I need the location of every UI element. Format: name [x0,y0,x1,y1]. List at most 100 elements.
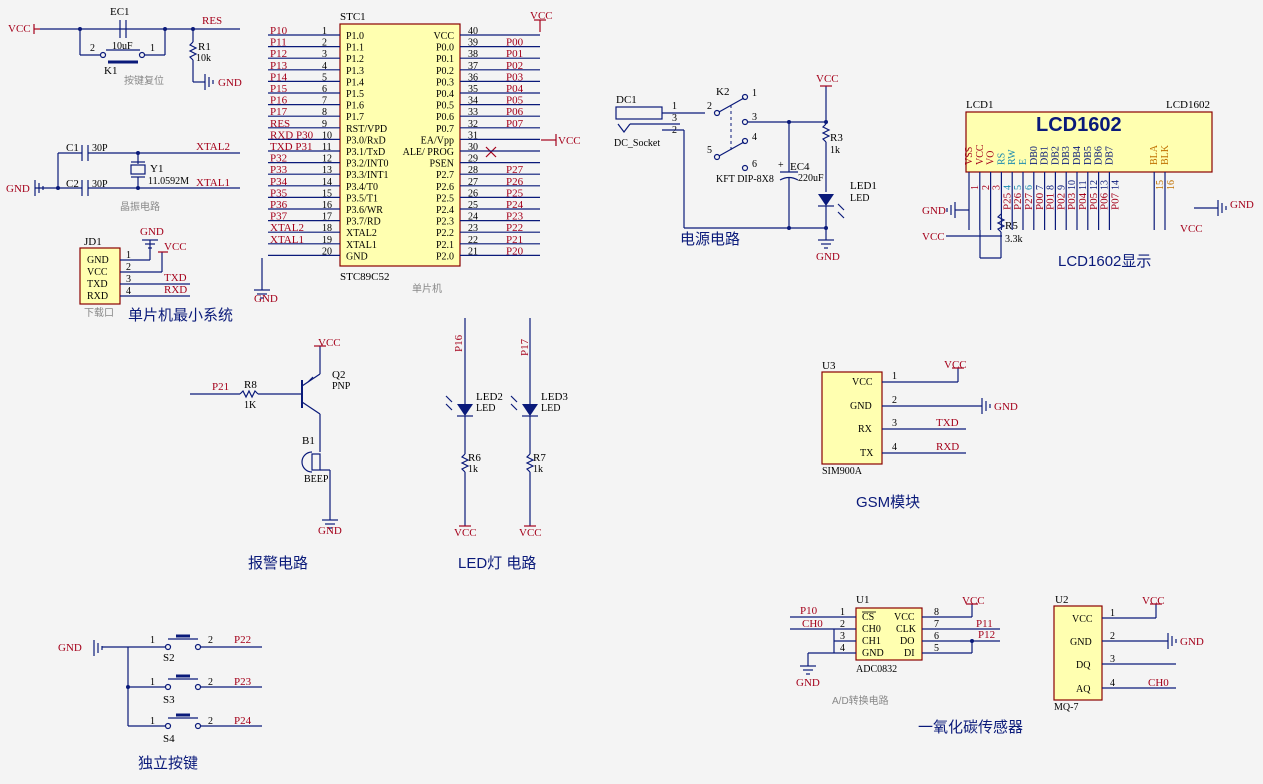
svg-text:3: 3 [1110,654,1115,665]
svg-text:3: 3 [892,418,897,429]
svg-text:3.3k: 3.3k [1005,234,1023,245]
mcu-pin-num: 27 [468,177,478,188]
mcu-note: 单片机 [412,282,442,295]
svg-text:4: 4 [126,286,131,297]
download-port-note: 下载口 [84,307,114,319]
mcu-pin-right: P0.7 [436,124,454,135]
svg-text:1: 1 [126,250,131,261]
mcu-pin-num: 36 [468,72,478,83]
r1-designator: R1 [198,41,211,53]
mcu-pin-left: P3.3/INT1 [346,170,389,181]
jd1-header: JD1 GND VCC TXD RXD 1 2 3 4 GND VCC TXD … [79,226,190,319]
mcu-pin-num: 38 [468,49,478,60]
mcu-net-left: TXD P31 [270,141,312,153]
mcu-net-left: P11 [270,37,287,49]
svg-text:1: 1 [1110,608,1115,619]
lcd-net: P04 [1077,192,1089,210]
lcd-pin-num: 13 [1100,180,1111,190]
svg-text:1: 1 [150,716,155,727]
svg-text:30P: 30P [92,179,108,190]
mcu-pin-left: XTAL1 [346,240,377,251]
mcu-pin-left: RST/VPD [346,124,387,135]
svg-text:R8: R8 [244,379,257,391]
lcd-pin-name: DB1 [1040,146,1051,165]
mcu-net-left: P17 [270,106,288,118]
lcd-net: P25 [1001,192,1013,210]
mcu-net-left: XTAL1 [270,234,304,246]
svg-text:LCD1: LCD1 [966,99,994,111]
mcu-pin-left: P3.4/T0 [346,182,378,193]
mcu-pin-num: 26 [468,188,478,199]
svg-text:XTAL2: XTAL2 [196,141,230,153]
svg-text:GND: GND [318,525,342,537]
svg-text:4: 4 [840,643,845,654]
mcu-pin-left: XTAL2 [346,228,377,239]
mcu-net-right: P05 [506,95,524,107]
mcu-pin-num: 8 [322,107,327,118]
svg-text:3: 3 [126,274,131,285]
svg-text:7: 7 [934,619,939,630]
mq7-sensor: U2 VCC GND DQ AQ 1 2 3 4 VCC GND CH0 MQ-… [1053,594,1204,713]
svg-text:TX: TX [860,448,874,459]
mcu-pin-left: P1.2 [346,54,364,65]
gnd-label-lcd-bl: GND [1230,199,1254,211]
lcd-pin-num: 7 [1035,185,1046,190]
mcu-pin-num: 31 [468,130,478,141]
svg-text:K2: K2 [716,86,729,98]
lcd-pin-num: 2 [981,185,992,190]
mcu-pin-num: 9 [322,119,327,130]
mcu-pin-left: P1.6 [346,101,364,112]
svg-text:LED3: LED3 [541,391,568,403]
svg-text:1: 1 [150,43,155,54]
vcc-label-lcd-bl: VCC [1180,223,1203,235]
svg-text:2: 2 [208,716,213,727]
lcd-pin-num: 10 [1067,180,1078,190]
mcu-pin-num: 10 [322,130,332,141]
svg-text:JD1: JD1 [84,236,102,248]
svg-text:Y1: Y1 [150,163,163,175]
k2-part: KFT DIP-8X8 [716,174,774,185]
adc-note: A/D转换电路 [832,694,889,707]
mcu-net-right: P07 [506,118,524,130]
mcu-net-left: P16 [270,95,288,107]
svg-text:DQ: DQ [1076,660,1091,671]
svg-text:GND: GND [254,293,278,305]
svg-text:P17: P17 [519,338,531,356]
svg-text:VCC: VCC [1142,595,1165,607]
mcu-net-left: P36 [270,199,288,211]
svg-text:1: 1 [672,101,677,112]
mcu-net-left: P32 [270,153,287,165]
svg-text:DI: DI [904,648,915,659]
lcd-pin-num: 12 [1089,180,1100,190]
lcd-pin-num: 3 [992,185,1003,190]
gsm-title: GSM模块 [856,494,920,511]
svg-text:S3: S3 [163,694,175,706]
svg-text:BEEP: BEEP [304,474,329,485]
mcu-pin-num: 32 [468,119,478,130]
lcd-pin-num: 16 [1166,180,1177,190]
svg-text:11.0592M: 11.0592M [148,176,189,187]
lcd-pin-num: 15 [1155,180,1166,190]
svg-text:GND: GND [58,642,82,654]
lcd-pin-name: VSS [964,147,975,165]
dc-socket-label: DC_Socket [614,138,660,149]
lcd-pin-num: 5 [1013,185,1024,190]
lcd-pin-num: 14 [1110,180,1121,190]
mcu-pin-right: P0.6 [436,112,454,123]
mcu-pin-num: 14 [322,177,332,188]
mcu-pin-right: P2.0 [436,251,454,262]
mcu-net-left: P34 [270,176,288,188]
mcu-net-right: P26 [506,176,524,188]
mcu-pin-right: P2.4 [436,205,454,216]
svg-text:VCC: VCC [164,241,187,253]
mcu-pin-num: 20 [322,246,332,257]
svg-text:VCC: VCC [962,595,985,607]
svg-text:P22: P22 [234,634,251,646]
mcu-pin-right: P2.7 [436,170,454,181]
mcu-pin-num: 22 [468,235,478,246]
svg-text:SIM900A: SIM900A [822,466,863,477]
mcu-min-system-title: 单片机最小系统 [128,307,233,324]
svg-text:GND: GND [850,401,872,412]
lcd-pin-num: 11 [1078,180,1089,190]
